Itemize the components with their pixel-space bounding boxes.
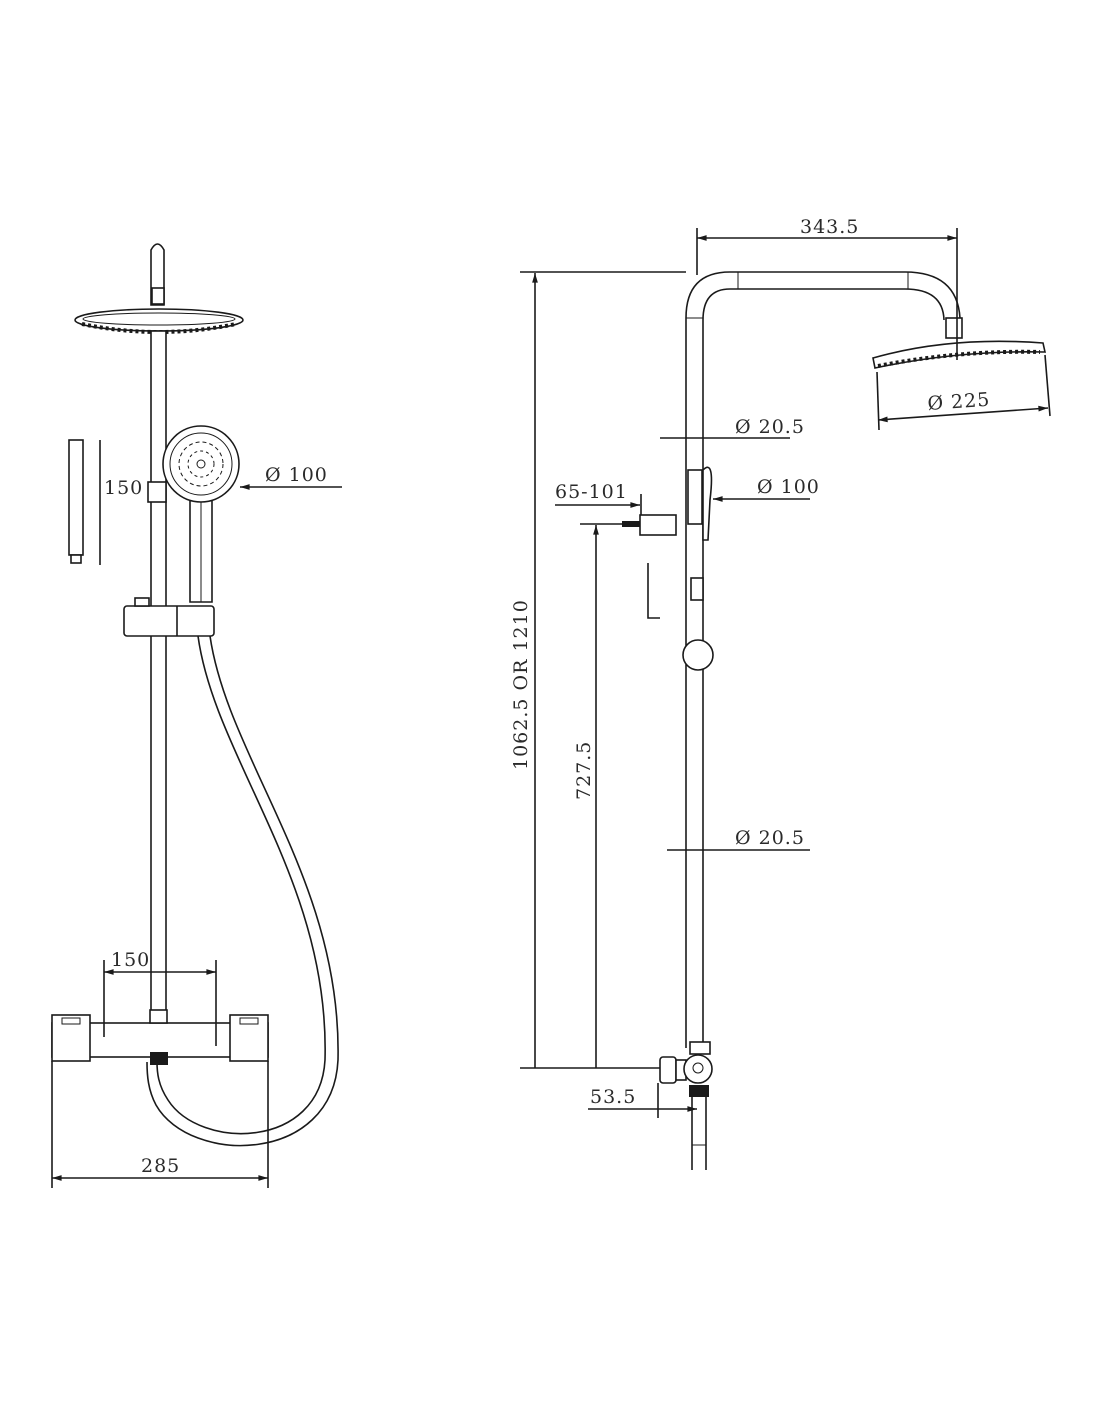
diverter-valve-side — [520, 1041, 713, 1170]
head-diameter-dimension: Ø 225 — [876, 354, 1051, 431]
total-height-dimension: 1062.5 OR 1210 — [510, 271, 686, 1068]
riser-and-arm-side — [685, 271, 963, 1048]
shower-hose — [146, 635, 339, 1147]
upper-pipe-diameter-label: Ø 20.5 — [735, 416, 805, 438]
inlet-spacing-dimension: 150 — [103, 949, 217, 1046]
bracket-height-dimension: 727.5 — [573, 523, 622, 1068]
total-height-label: 1062.5 OR 1210 — [510, 599, 532, 770]
overhead-arm — [150, 243, 165, 306]
wall-bracket-dimension: 65-101 — [555, 481, 677, 619]
upper-pipe-diameter-dimension: Ø 20.5 — [660, 416, 805, 439]
arm-height-label: 150 — [104, 477, 143, 499]
hand-shower-diameter-label: Ø 100 — [265, 464, 328, 486]
riser-pipe — [150, 330, 167, 1022]
valve-offset-dimension: 53.5 — [588, 1083, 697, 1118]
inlet-spacing-label: 150 — [111, 949, 150, 971]
wall-bracket-offset-label: 65-101 — [555, 481, 628, 503]
hand-shower-holder — [147, 481, 167, 503]
arm-reach-label: 343.5 — [800, 216, 859, 238]
arm-reach-dimension: 343.5 — [696, 216, 958, 360]
lower-pipe-diameter-dimension: Ø 20.5 — [667, 827, 810, 851]
arm-height-dimension: 150 — [68, 439, 143, 565]
valve-offset-label: 53.5 — [590, 1086, 636, 1108]
side-view: 343.5 Ø 225 Ø 20.5 Ø 100 65-101 — [510, 216, 1051, 1170]
hand-shower-diameter-side-dimension: Ø 100 — [713, 476, 820, 502]
hand-shower-diameter-dimension: Ø 100 — [240, 464, 342, 490]
hand-shower-side — [682, 466, 714, 671]
rain-shower-head-front — [74, 308, 244, 334]
lower-pipe-diameter-label: Ø 20.5 — [735, 827, 805, 849]
bracket-height-label: 727.5 — [573, 741, 595, 800]
mixer-width-dimension: 285 — [51, 1061, 269, 1188]
hand-shower-diameter-side-label: Ø 100 — [757, 476, 820, 498]
hand-shower-front — [162, 425, 240, 603]
front-view: 150 Ø 100 150 285 — [51, 243, 342, 1188]
thermostatic-mixer-front — [51, 1009, 269, 1065]
rain-shower-head-side — [872, 340, 1047, 369]
slide-bar-holder — [123, 597, 215, 637]
head-diameter-label: Ø 225 — [927, 389, 991, 415]
mixer-width-label: 285 — [141, 1155, 180, 1177]
